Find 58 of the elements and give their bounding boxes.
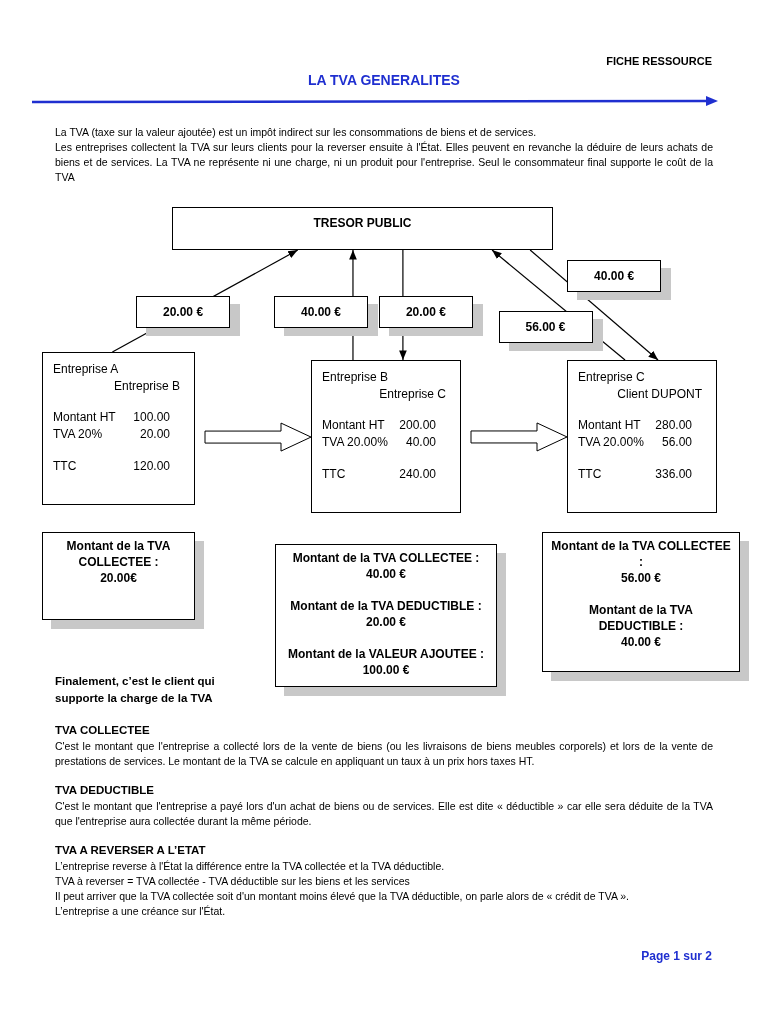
- document-type-label: FICHE RESSOURCE: [606, 54, 712, 69]
- summary-heading: Montant de la TVA COLLECTEE :: [66, 539, 171, 569]
- amount-value: 280.00: [655, 418, 692, 432]
- paragraph-text: Les entreprises collectent la TVA sur leurs clients pour la reverser ensuite à l'État. Elles peuvent en revanche la déduire de leurs achats de biens et de services. La TVA ne représente ni une charge, ni un produit pour l'entreprise. Seul le consommateur final supporte le coût de la TVA: [55, 140, 713, 185]
- page-title: LA TVA GENERALITES: [308, 71, 460, 90]
- amount-label: Montant HT: [578, 418, 641, 432]
- paragraph-text: Il peut arriver que la TVA collectée soit d'un montant moins élevé que la TVA déductible, on parle alors de « crédit de TVA ».: [55, 889, 630, 904]
- page-number: Page 1 sur 2: [641, 948, 712, 965]
- amount-label: TVA 20.00%: [322, 435, 388, 449]
- conclusion-text: Finalement, c’est le client qui supporte la charge de la TVA: [55, 674, 216, 706]
- company-box: [42, 352, 195, 505]
- paragraph-text: L’entreprise reverse à l'État la différence entre la TVA collectée et la TVA déductible.: [55, 859, 446, 874]
- amount-label: TVA 20%: [53, 427, 103, 441]
- section-heading: TVA A REVERSER A L’ETAT: [55, 843, 207, 858]
- section-heading: TVA COLLECTEE: [55, 723, 151, 738]
- treasury-box: [172, 207, 553, 250]
- paragraph-text: C'est le montant que l'entreprise a collecté lors de la vente de biens (ou les livraisons de biens meubles corporels) et lors de la vente de prestations de services. Le montant de la TVA se calcule en appliquant un taux à un prix hors taxes HT.: [55, 739, 713, 769]
- summary-amount: 40.00 €: [620, 635, 661, 649]
- buyer-name: Entreprise C: [379, 387, 446, 401]
- amount-value: 120.00: [133, 459, 170, 473]
- amount-value: 100.00: [133, 410, 170, 424]
- block-arrow: [470, 422, 568, 452]
- company-box: [567, 360, 717, 513]
- paragraph-text: La TVA (taxe sur la valeur ajoutée) est un impôt indirect sur les consommations de biens et de services.: [55, 125, 538, 140]
- seller-name: Entreprise C: [578, 370, 645, 384]
- amount-value: 240.00: [399, 467, 436, 481]
- amount-label: TVA 20.00%: [578, 435, 644, 449]
- amount-label: Montant HT: [322, 418, 385, 432]
- amount-label: TTC: [53, 459, 77, 473]
- amount-value: 200.00: [399, 418, 436, 432]
- seller-name: Entreprise B: [322, 370, 389, 384]
- company-box: [311, 360, 461, 513]
- buyer-name: Entreprise B: [113, 379, 180, 393]
- summary-heading: Montant de la TVA DEDUCTIBLE :: [290, 599, 482, 613]
- summary-amount: 20.00€: [100, 571, 137, 585]
- amount-value: 20.00: [139, 427, 170, 441]
- amount-value: 40.00: [405, 435, 436, 449]
- section-heading: TVA DEDUCTIBLE: [55, 783, 156, 798]
- block-arrow: [204, 422, 312, 452]
- buyer-name: Client DUPONT: [617, 387, 702, 401]
- summary-amount: 40.00 €: [365, 567, 406, 581]
- summary-heading: Montant de la TVA DEDUCTIBLE :: [589, 603, 693, 633]
- summary-amount: 100.00 €: [362, 663, 410, 677]
- amount-label: TTC: [322, 467, 346, 481]
- box-title: TRESOR PUBLIC: [313, 215, 412, 232]
- summary-heading: Montant de la TVA COLLECTEE :: [551, 539, 731, 569]
- summary-amount: 20.00 €: [365, 615, 406, 629]
- paragraph-text: C'est le montant que l'entreprise a payé lors d'un achat de biens ou de services. Elle est dite « déductible » car elle sera déduite de la TVA que l'entreprise aura collectée durant la même période.: [55, 799, 713, 829]
- amount-label: TTC: [578, 467, 602, 481]
- amount-value: 336.00: [655, 467, 692, 481]
- seller-name: Entreprise A: [53, 362, 119, 376]
- paragraph-text: TVA à reverser = TVA collectée - TVA déductible sur les biens et les services: [55, 874, 411, 889]
- amount-label: Montant HT: [53, 410, 116, 424]
- paragraph-text: L’entreprise a une créance sur l'État.: [55, 904, 227, 919]
- summary-amount: 56.00 €: [620, 571, 661, 585]
- amount-value: 56.00: [661, 435, 692, 449]
- summary-heading: Montant de la TVA COLLECTEE :: [292, 551, 480, 565]
- summary-heading: Montant de la VALEUR AJOUTEE :: [288, 647, 484, 661]
